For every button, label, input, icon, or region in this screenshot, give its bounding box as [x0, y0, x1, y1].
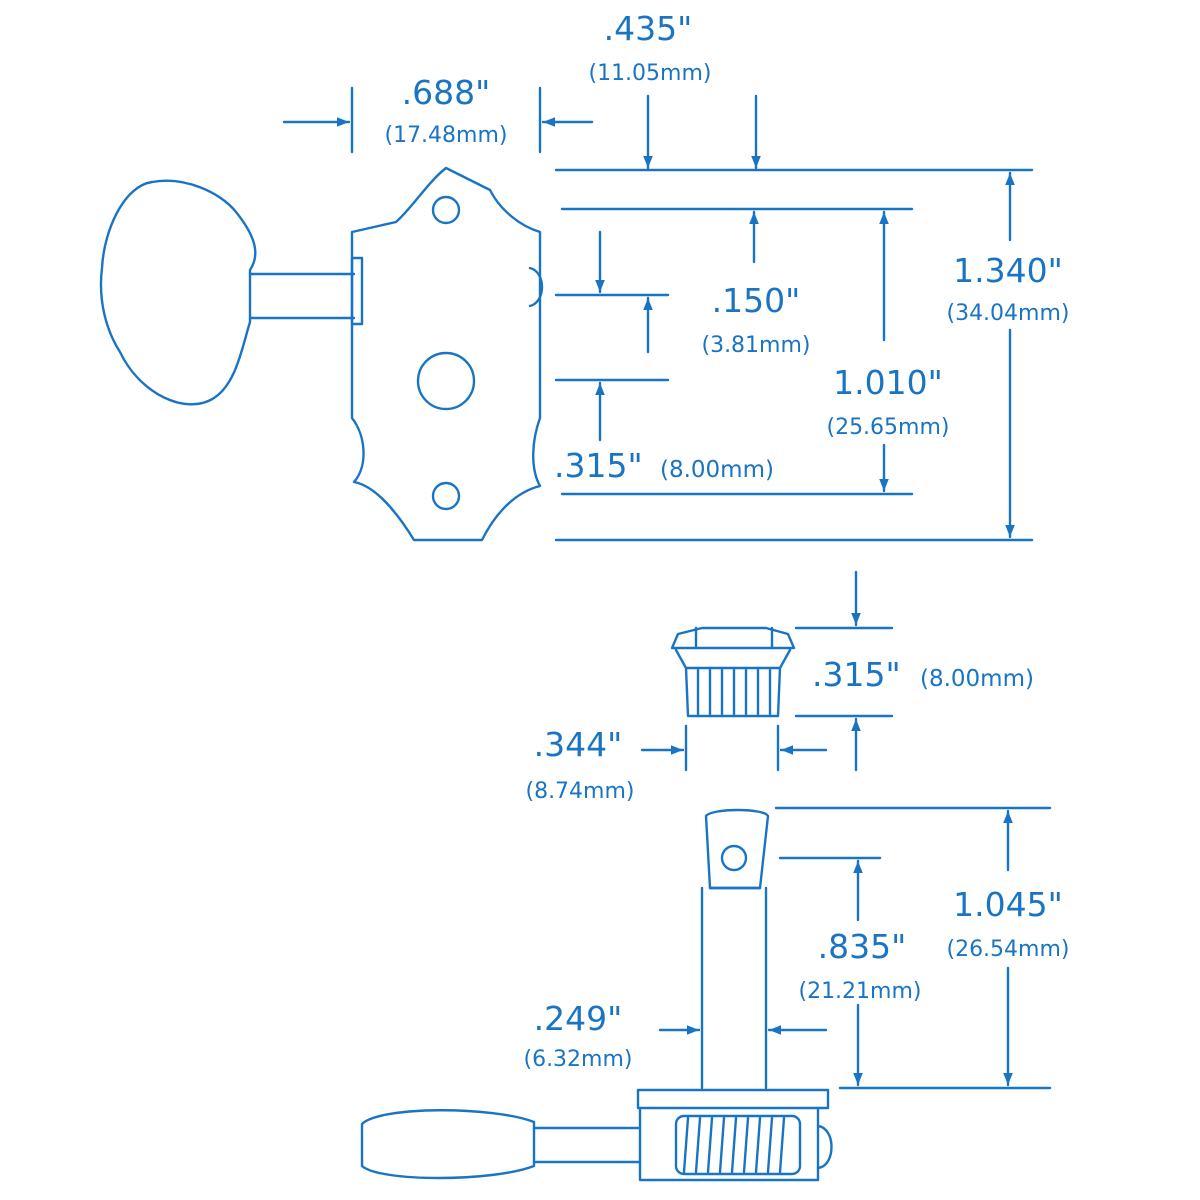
post-head	[704, 808, 770, 890]
gear-worm	[674, 1114, 802, 1176]
tuner-side-bump	[528, 266, 544, 308]
label-post-height-in: 1.045"	[953, 885, 1063, 924]
label-bushing-diameter-in: .344"	[534, 725, 623, 764]
label-post-diameter-mm: (6.32mm)	[523, 1047, 632, 1072]
dim-post-height-lines	[774, 806, 1052, 1090]
label-post-hole-in: .150"	[712, 281, 801, 320]
gear-end-cap	[816, 1124, 833, 1170]
tuner-button-side	[360, 1109, 536, 1180]
label-post-offset-in: .435"	[604, 9, 693, 48]
label-housing-width-mm: (17.48mm)	[384, 123, 507, 148]
label-bushing-height-in: .315"	[812, 655, 901, 694]
label-bushing-height-mm: (8.00mm)	[920, 666, 1034, 692]
dim-post-hole-lines	[554, 230, 670, 442]
dim-hole-spacing-lines	[560, 207, 914, 496]
dim-bushing-height-lines	[794, 570, 894, 772]
dim-string-hole-height-lines	[778, 856, 882, 1087]
gear-housing-plate	[636, 1088, 830, 1110]
string-hole	[720, 844, 748, 872]
label-string-hole-height-mm: (21.21mm)	[798, 979, 921, 1004]
tuner-side-view	[99, 166, 544, 542]
mounting-hole-bottom	[431, 481, 461, 511]
label-housing-width-in: .688"	[402, 73, 491, 112]
dim-bushing-diameter-lines	[640, 724, 828, 772]
dim-housing-width-lines	[282, 86, 594, 154]
label-post-diameter-in: .249"	[534, 999, 623, 1038]
label-hole-to-edge-mm: (8.00mm)	[660, 457, 774, 483]
label-post-height-mm: (26.54mm)	[946, 937, 1069, 962]
bushing-cap	[670, 626, 796, 650]
bushing-body	[674, 648, 792, 718]
dim-post-offset-lines	[554, 94, 1034, 172]
tuner-button-knob	[99, 179, 257, 406]
label-overall-height-mm: (34.04mm)	[946, 301, 1069, 326]
label-hole-spacing-in: 1.010"	[833, 363, 943, 402]
label-bushing-diameter-mm: (8.74mm)	[525, 779, 634, 804]
gear-housing	[638, 1106, 820, 1182]
bushing	[670, 626, 796, 718]
label-post-offset-mm: (11.05mm)	[588, 61, 711, 86]
post-hole	[416, 351, 476, 411]
label-overall-height-in: 1.340"	[953, 251, 1063, 290]
tuner-post-view	[360, 808, 833, 1182]
mounting-hole-top	[431, 195, 461, 225]
tuner-housing-plate	[350, 166, 542, 542]
label-hole-to-edge-in: .315"	[554, 446, 643, 485]
label-hole-spacing-mm: (25.65mm)	[826, 415, 949, 440]
dim-overall-height-lines	[554, 171, 1034, 542]
label-post-hole-mm: (3.81mm)	[701, 333, 810, 358]
tuner-shaft-collar	[350, 256, 364, 326]
label-string-hole-height-in: .835"	[818, 927, 907, 966]
